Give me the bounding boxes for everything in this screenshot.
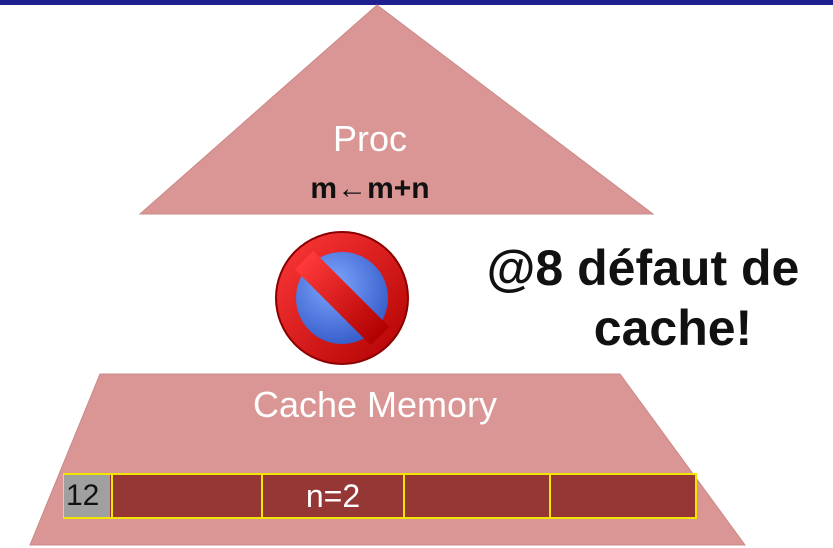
cache-memory-label: Cache Memory — [252, 384, 498, 425]
top-border-bar — [0, 0, 833, 5]
cache-cell — [111, 473, 263, 519]
cache-cell — [261, 473, 405, 519]
processor-operation: m←m+n — [310, 172, 430, 205]
fault-line-1: @8 défaut de — [486, 240, 800, 296]
processor-label: Proc — [332, 118, 408, 159]
cache-cell-n-value: n=2 — [305, 478, 361, 514]
prohibited-icon — [275, 231, 409, 365]
cache-cell — [403, 473, 551, 519]
cache-cell-value: 12 — [64, 475, 110, 517]
processor-triangle — [138, 4, 655, 215]
cache-cell — [549, 473, 697, 519]
cache-fault-message: @8 défaut de cache! — [458, 238, 828, 358]
fault-line-2: cache! — [593, 300, 753, 356]
